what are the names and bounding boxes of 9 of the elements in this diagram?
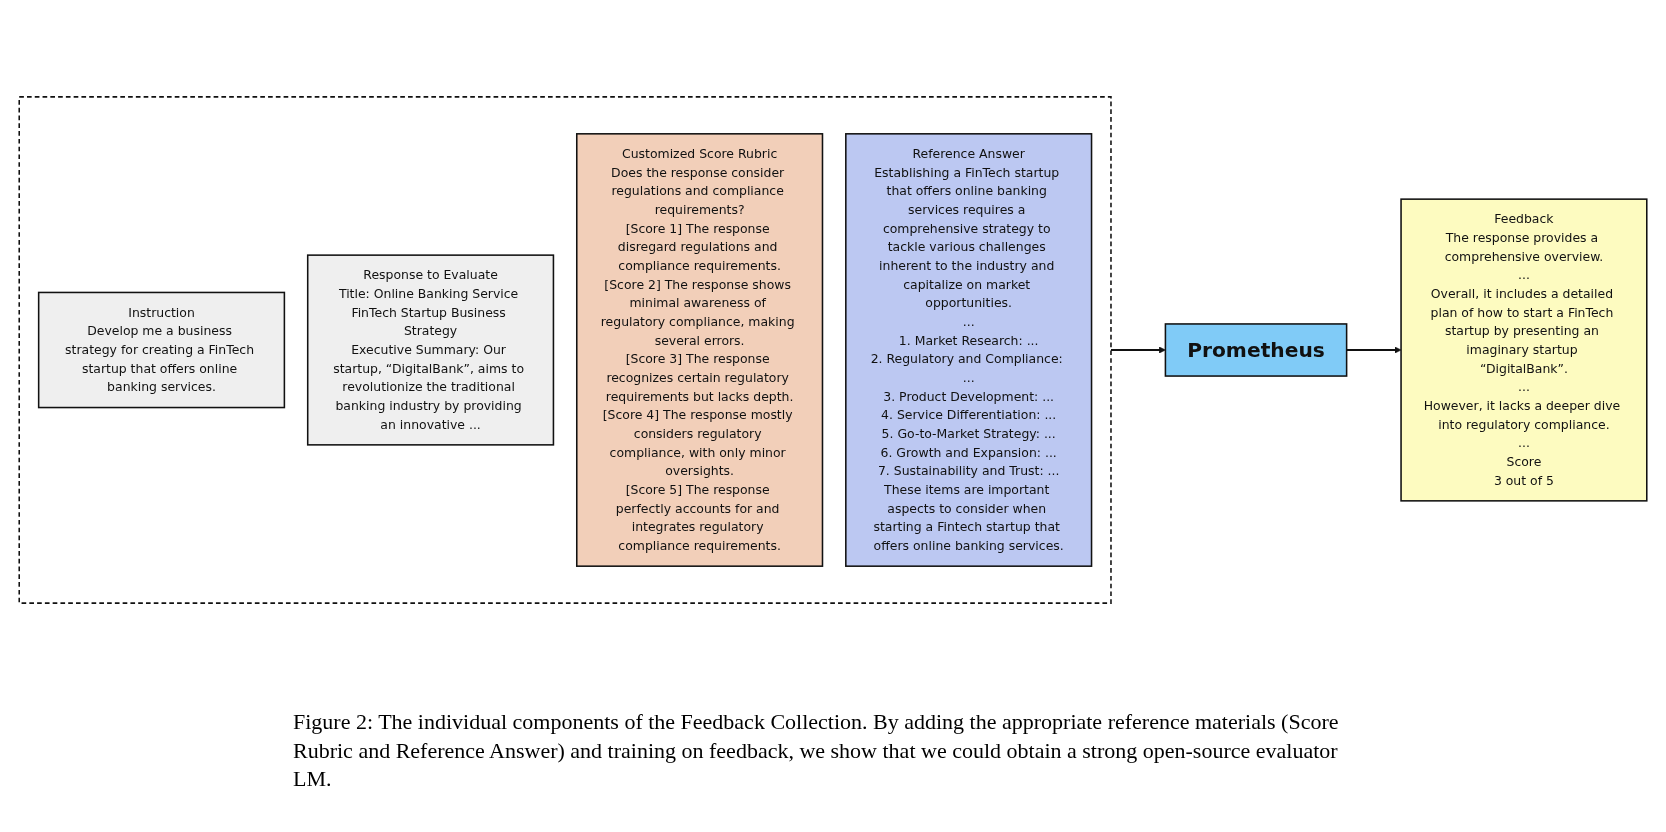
node-box: Response to Evaluate Title: Online Banking Service FinTech Startup Business Strategy Executive Summary: Our startup, “DigitalBank”, aims to revolutionize the traditional banking industry by providing an innovative ... bbox=[306, 254, 555, 446]
node-box: Instruction Develop me a business strategy for creating a FinTech startup that offers online banking services. bbox=[37, 291, 286, 409]
node-box: Reference Answer Establishing a FinTech startup that offers online banking services requires a comprehensive strategy to tackle various challenges inherent to the industry and capitalize on market opportunities. ... 1. Market Research: ... 2. Regulatory and Compliance: ... 3. Product Development: ... 4. Service Differentiation: ... 5. Go-to-Market Strategy: ... 6. Growth and Expansion: ... 7. Sustainability and Trust: ... These items are important aspects to consider when starting a Fintech startup that offers online banking services. bbox=[845, 133, 1093, 567]
node-box: Customized Score Rubric Does the response consider regulations and compliance requirements? [Score 1] The response disregard regulations and compliance requirements. [Score 2] The response shows minimal awareness of regulatory compliance, making several errors. [Score 3] The response recognizes certain regulatory requirements but lacks depth. [Score 4] The response mostly considers regulatory compliance, with only minor oversights. [Score 5] The response perfectly accounts for and integrates regulatory compliance requirements. bbox=[576, 133, 824, 567]
figure-caption: Figure 2: The individual components of the Feedback Collection. By adding the appropriate reference materials (Score Rubric and Reference Answer) and training on feedback, we show that we could obtain a strong open-source evaluator LM. bbox=[293, 708, 1340, 794]
node-box: Prometheus bbox=[1164, 323, 1348, 377]
node-box: Feedback The response provides a comprehensive overview. ... Overall, it includes a detailed plan of how to start a FinTech startup by presenting an imaginary startup “DigitalBank”. ... However, it lacks a deeper dive into regulatory compliance. ... Score 3 out of 5 bbox=[1400, 198, 1648, 502]
cluster bbox=[18, 96, 1112, 604]
arrow bbox=[1110, 346, 1166, 354]
